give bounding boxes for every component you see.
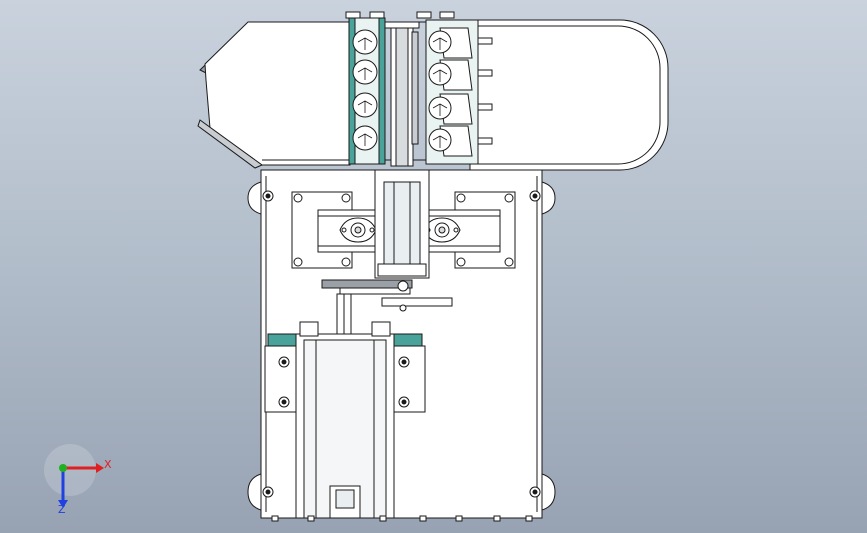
feeder-hopper[interactable] <box>197 19 669 171</box>
y-axis-dot <box>59 464 67 472</box>
lower-bolts <box>278 356 410 408</box>
part-column-right <box>345 11 493 165</box>
center-actuator <box>374 169 430 279</box>
lever-arm <box>321 279 453 312</box>
lower-cylinder-assembly <box>264 321 426 519</box>
axis-triad: X Z <box>44 444 112 516</box>
z-axis-label: Z <box>58 503 66 516</box>
part-column-left <box>348 17 386 165</box>
piston-rod <box>336 293 352 335</box>
center-guide-shaft <box>384 21 420 167</box>
bottom-screws <box>271 515 533 522</box>
x-axis-label: X <box>104 458 112 471</box>
corner-bolts <box>262 190 541 498</box>
